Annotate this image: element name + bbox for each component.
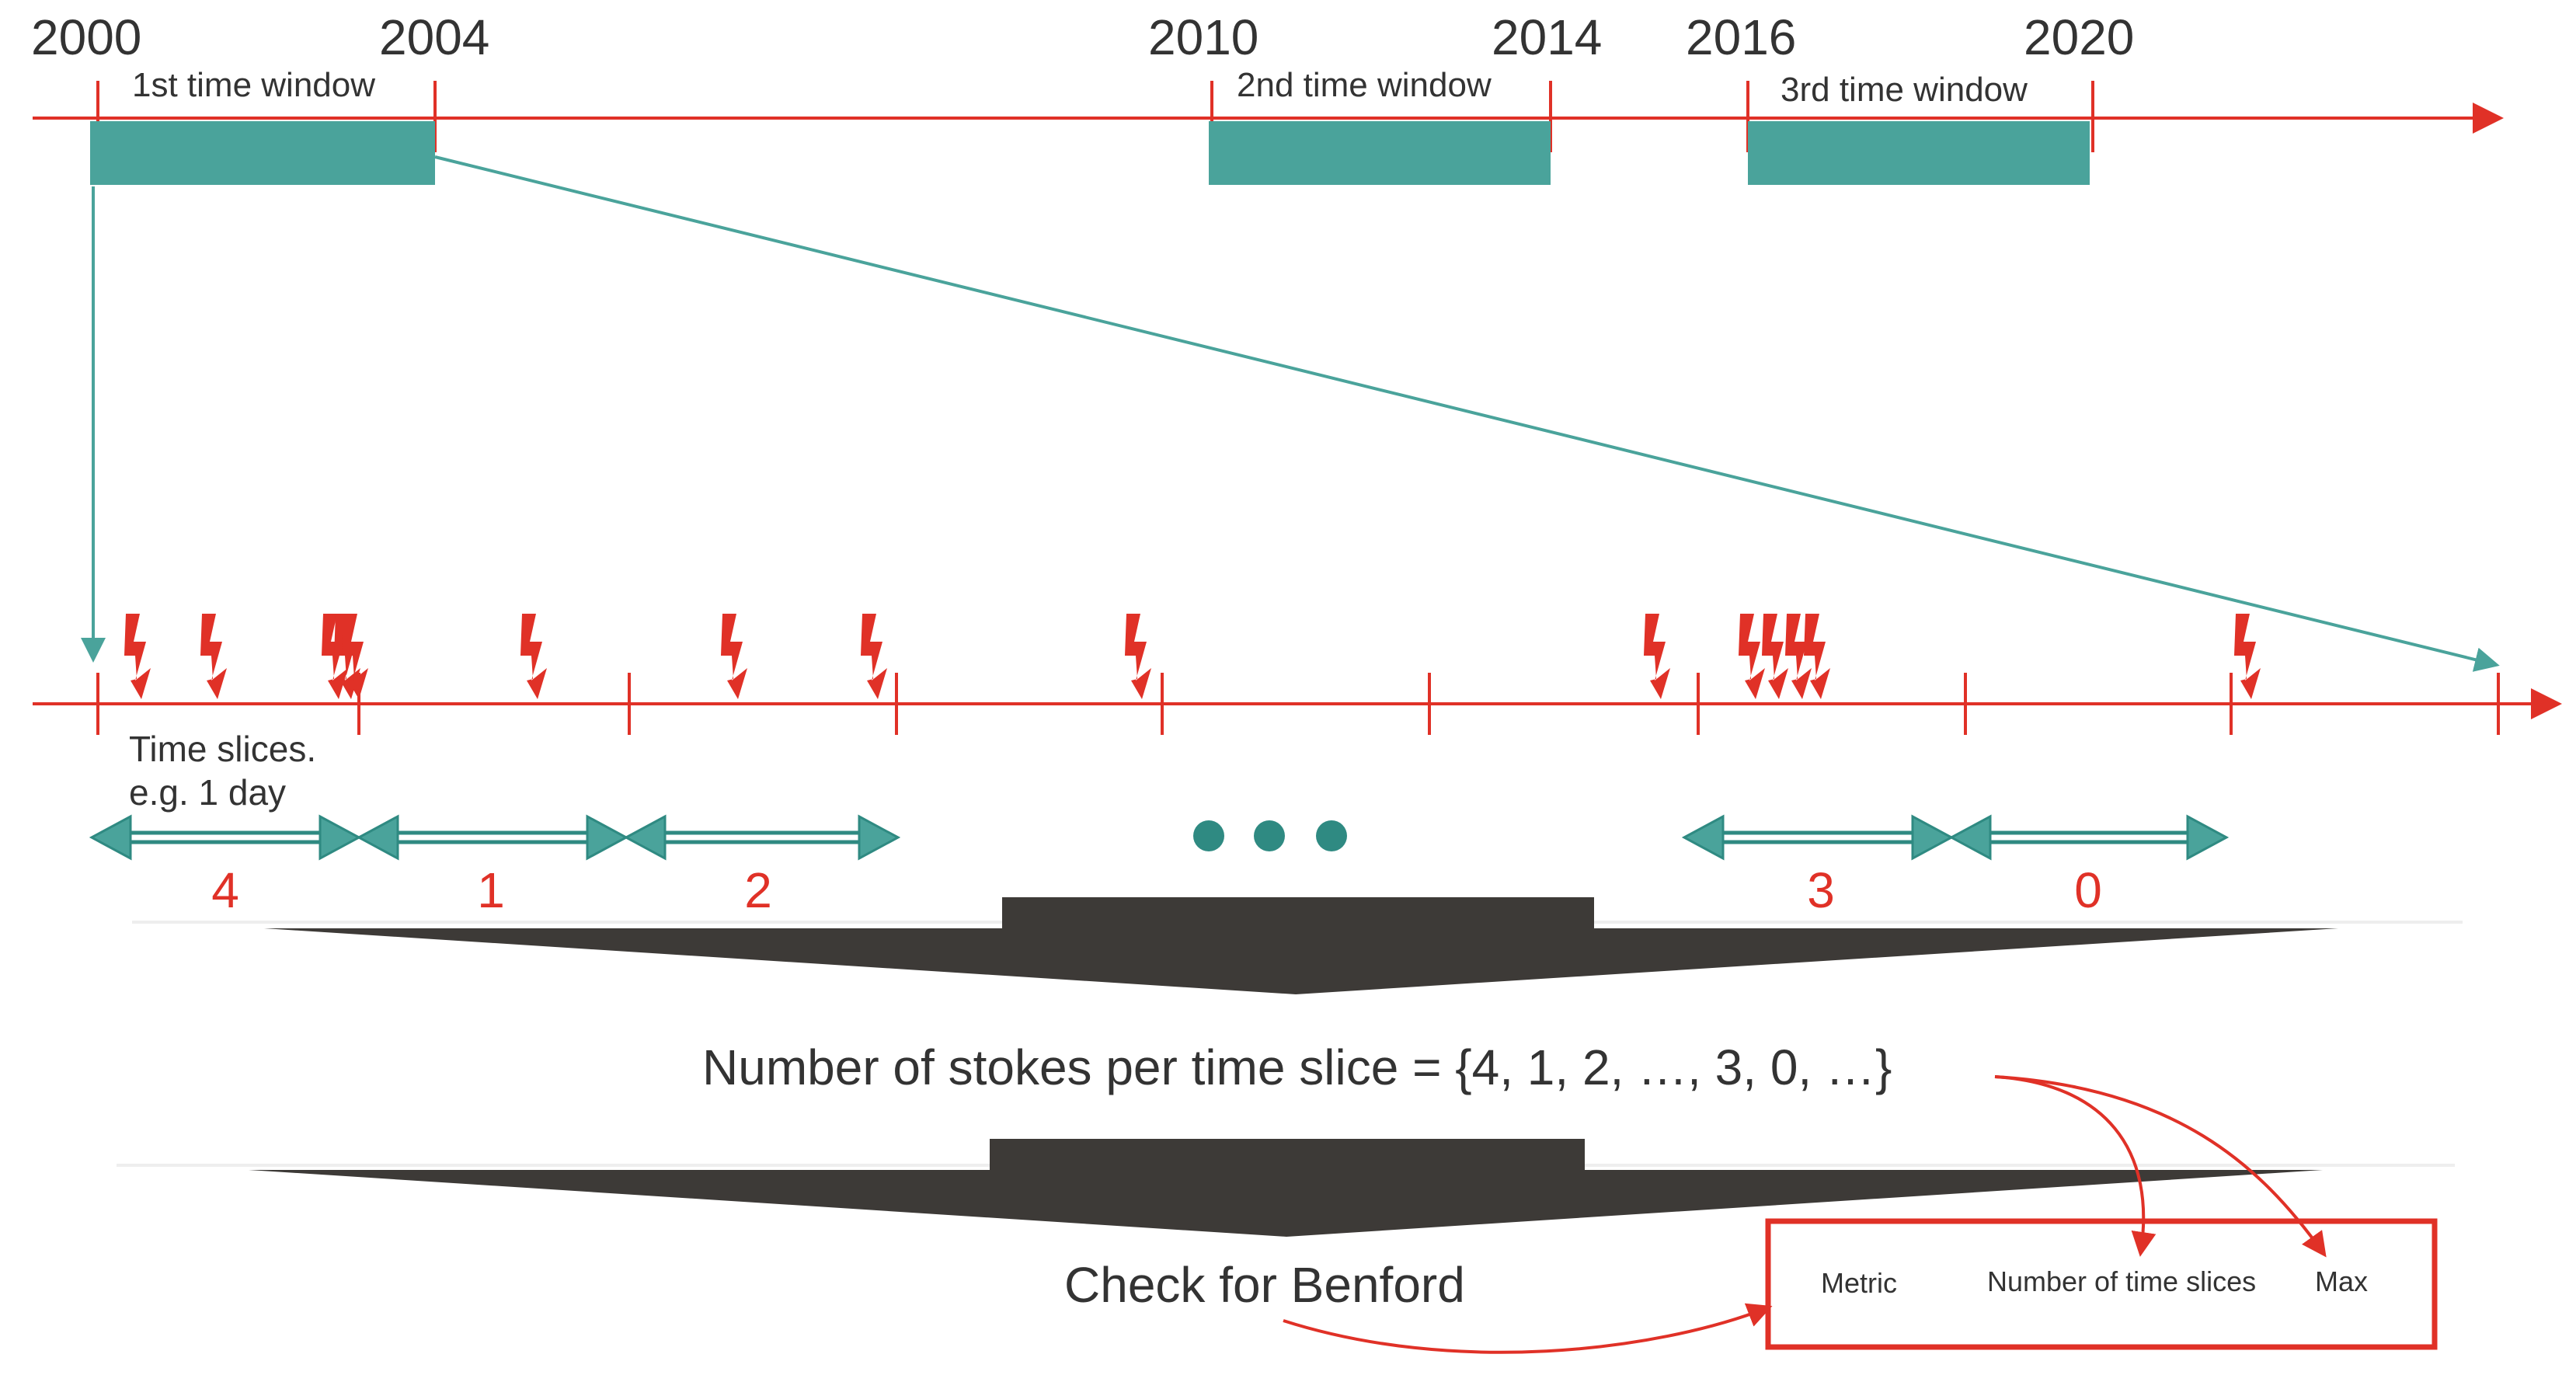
time-slice-arrows <box>89 814 2230 861</box>
slice-count: 1 <box>477 862 505 918</box>
lightning-bolt-icon <box>322 614 348 699</box>
benford-check-label: Check for Benford <box>1064 1257 1465 1313</box>
lightning-bolt-icon <box>721 614 747 699</box>
funnel-shape <box>264 897 2338 994</box>
year-label: 2010 <box>1148 9 1258 65</box>
year-label: 2004 <box>379 9 489 65</box>
window-label: 3rd time window <box>1781 71 2028 109</box>
slice-count: 0 <box>2074 862 2102 918</box>
time-slice-arrow <box>1681 814 1955 861</box>
time-window-bar <box>1209 121 1551 185</box>
stroke-counts-formula: Number of stokes per time slice = {4, 1,… <box>702 1039 1892 1095</box>
connector-arrows <box>1283 1075 2327 1354</box>
lightning-bolt-icon <box>1804 614 1830 699</box>
time-slice-arrow <box>89 814 362 861</box>
lightning-bolt-icon <box>1762 614 1788 699</box>
slice-count: 2 <box>744 862 772 918</box>
lightning-bolt-icon <box>342 614 368 699</box>
lightning-bolt-icon <box>1125 614 1151 699</box>
window-label: 1st time window <box>132 66 375 104</box>
time-slice-arrow <box>623 814 901 861</box>
lightning-bolt-icon <box>200 614 227 699</box>
arrow-to-num-time-slices <box>1994 1075 2157 1257</box>
lightning-bolt-icon <box>1739 614 1765 699</box>
ellipsis-dot <box>1193 820 1224 851</box>
time-window-bar <box>90 121 435 185</box>
top-timeline-ticks <box>96 81 2094 152</box>
ellipsis-dot <box>1316 820 1347 851</box>
window-label: 2nd time window <box>1237 66 1492 104</box>
ellipsis-dots <box>1193 820 1347 851</box>
zoom-line-right <box>434 155 2500 672</box>
top-timeline: 2000 2004 2010 2014 2016 2020 1st time w… <box>31 9 2504 185</box>
slice-count: 4 <box>211 862 239 918</box>
zoom-connector <box>81 155 2500 672</box>
year-label: 2000 <box>31 9 141 65</box>
time-slice-arrow <box>356 814 629 861</box>
time-slices-example: e.g. 1 day <box>129 772 286 813</box>
lightning-bolt-icon <box>861 614 887 699</box>
funnel-arrow-1 <box>132 897 2463 994</box>
lightning-bolt-icon <box>1644 614 1670 699</box>
year-label: 2014 <box>1492 9 1602 65</box>
num-time-slices-label: Number of time slices <box>1987 1265 2256 1297</box>
lightning-bolt-icon <box>2234 614 2261 699</box>
ellipsis-dot <box>1254 820 1285 851</box>
detail-timeline: Time slices. e.g. 1 day 4 1 2 3 0 <box>33 614 2562 918</box>
lightning-bolt-icon <box>1785 614 1812 699</box>
lightning-bolt-icon <box>124 614 151 699</box>
max-label: Max <box>2315 1265 2368 1297</box>
slice-count: 3 <box>1807 862 1835 918</box>
time-slices-label: Time slices. <box>129 729 316 769</box>
year-label: 2016 <box>1686 9 1796 65</box>
arrow-to-max <box>1994 1075 2327 1258</box>
time-slice-arrow <box>1948 814 2230 861</box>
lightning-bolt-icon <box>520 614 547 699</box>
metrics-box-frame <box>1765 1218 2438 1350</box>
time-window-bar <box>1748 121 2090 185</box>
year-label: 2020 <box>2024 9 2134 65</box>
metrics-box: Metric Number of time slices Max <box>1765 1218 2438 1350</box>
arrow-to-metric <box>1283 1303 1773 1354</box>
funnel-shape <box>249 1139 2323 1237</box>
funnel-arrow-2 <box>117 1139 2455 1237</box>
time-window-bars <box>90 121 2090 185</box>
metric-label: Metric <box>1821 1267 1897 1299</box>
lightning-strikes <box>124 614 2261 699</box>
